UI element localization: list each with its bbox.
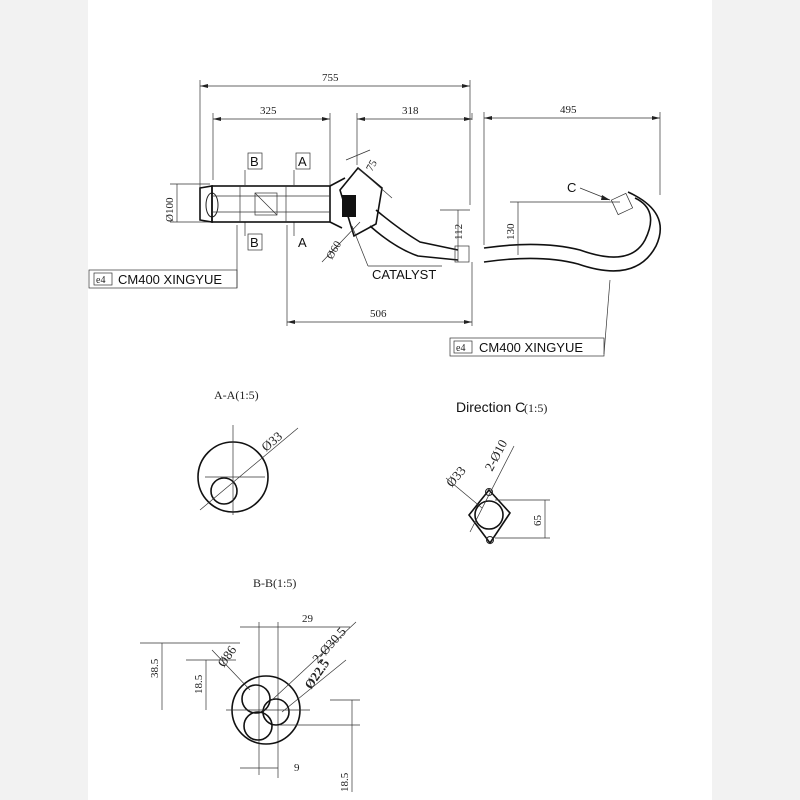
e4-mark-left: e4 [96, 275, 105, 286]
muffler-body [211, 185, 331, 223]
tail-pipe [483, 197, 652, 258]
right-margin-strip [712, 0, 800, 800]
section-marker-b-top: B [250, 154, 259, 169]
header-pipe [375, 209, 459, 251]
section-bb-height-lower: 18.5 [339, 772, 351, 792]
dim-inlet-diameter: Ø100 [164, 197, 176, 222]
direction-c-marker: C [567, 180, 576, 195]
model-label-left: CM400 XINGYUE [118, 272, 222, 287]
direction-c-scale: (1:5) [524, 401, 547, 415]
section-marker-a-top: A [298, 154, 307, 169]
section-bb-title: B-B(1:5) [253, 576, 296, 590]
dim-lower-length: 506 [370, 308, 387, 320]
direction-c-title: Direction C [456, 399, 525, 415]
e4-mark-right: e4 [456, 343, 465, 354]
section-bb-center-spacing: 29 [302, 613, 314, 625]
dim-outlet-drop: 112 [453, 224, 465, 240]
section-marker-b-bottom: B [250, 235, 259, 250]
dim-tail-rise: 130 [505, 223, 517, 240]
dim-front-length: 325 [260, 105, 277, 117]
homologation-label-right [449, 337, 605, 357]
section-marker-a-bottom: A [298, 235, 307, 250]
dim-overall-length: 755 [322, 72, 339, 84]
section-bb-height-upper: 38.5 [149, 658, 161, 678]
left-margin-strip [0, 0, 88, 800]
dim-tail-length: 495 [560, 104, 577, 116]
homologation-label-left [88, 269, 238, 289]
catalyst-label: CATALYST [372, 267, 436, 282]
catalyst-body [339, 166, 383, 238]
direction-c-height: 65 [532, 515, 544, 527]
tail-pipe-view: 495 130 C e4 CM400 XINGYUE [449, 104, 661, 357]
section-bb-offset-bottom: 9 [294, 762, 300, 774]
main-side-view: 755 325 318 Ø100 B A B A [88, 72, 473, 326]
section-bb-offset-upper: 18.5 [193, 674, 205, 694]
dim-catalyst-offset: 318 [402, 105, 419, 117]
section-aa-title: A-A(1:5) [214, 388, 259, 402]
model-label-right: CM400 XINGYUE [479, 340, 583, 355]
